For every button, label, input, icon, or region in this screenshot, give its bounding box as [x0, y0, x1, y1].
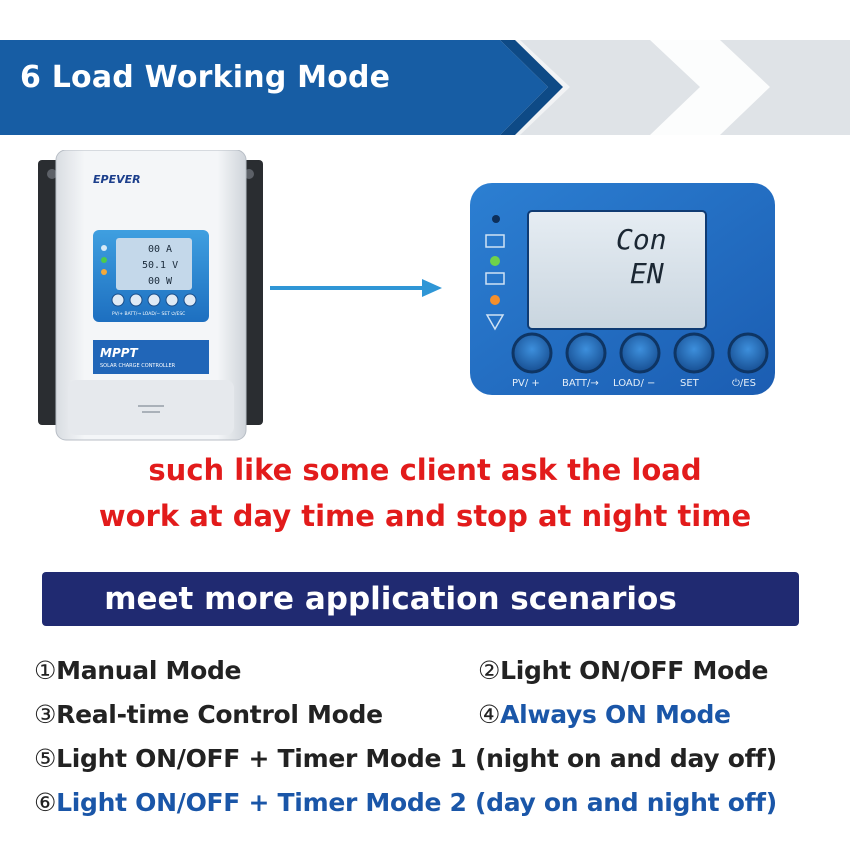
mode-item-2: ②Light ON/OFF Mode	[478, 656, 769, 685]
note-line-1: such like some client ask the load	[148, 453, 702, 487]
mode-label: Light ON/OFF Mode	[500, 656, 769, 685]
svg-text:LOAD/ −: LOAD/ −	[613, 378, 655, 389]
svg-text:SET: SET	[680, 378, 700, 389]
mode-label: Always ON Mode	[500, 700, 731, 729]
power-esc-button	[727, 332, 769, 374]
svg-text:SOLAR CHARGE CONTROLLER: SOLAR CHARGE CONTROLLER	[100, 363, 176, 369]
mode-item-4: ④Always ON Mode	[478, 700, 731, 729]
svg-text:PV/+ BATT/→ LOAD/− SET: PV/+ BATT/→ LOAD/− SET ⏻/ESC	[112, 311, 185, 317]
status-led-green	[490, 256, 500, 266]
scenario-banner-text: meet more application scenarios	[104, 581, 677, 617]
mode-number: ⑤	[34, 744, 57, 773]
arrow-right-icon	[270, 279, 442, 297]
mode-item-1: ①Manual Mode	[34, 656, 242, 685]
mode-item-5: ⑤Light ON/OFF + Timer Mode 1 (night on a…	[34, 744, 777, 773]
solar-panel-icon	[485, 234, 505, 248]
mode-number: ②	[478, 656, 501, 685]
svg-text:PV/ +: PV/ +	[512, 378, 540, 389]
mode-item-3: ③Real-time Control Mode	[34, 700, 383, 729]
battery-icon	[485, 272, 505, 285]
header-banner	[0, 40, 850, 135]
svg-text:⏻/ES: ⏻/ES	[732, 378, 756, 389]
batt-button	[565, 332, 607, 374]
scenario-banner: meet more application scenarios	[42, 572, 799, 626]
lcd-line-2: 50.1 V	[142, 260, 178, 271]
status-led-orange	[490, 295, 500, 305]
svg-text:BATT/→: BATT/→	[562, 378, 599, 389]
mode-label: Light ON/OFF + Timer Mode 1 (night on an…	[56, 744, 777, 773]
lcd-line-1: 00 A	[148, 244, 172, 255]
load-button	[619, 332, 661, 374]
lcd-line-3: 00 W	[148, 276, 173, 287]
page-title: 6 Load Working Mode	[20, 60, 391, 95]
mode-number: ⑥	[34, 788, 57, 817]
set-button	[673, 332, 715, 374]
mode-item-6: ⑥Light ON/OFF + Timer Mode 2 (day on and…	[34, 788, 777, 817]
lcd-con-text: Con	[616, 223, 667, 256]
mode-label: Manual Mode	[56, 656, 242, 685]
pv-button	[511, 332, 553, 374]
lcd-en-text: EN	[630, 257, 664, 290]
load-lamp-icon	[485, 314, 505, 331]
note-line-2: work at day time and stop at night time	[98, 499, 752, 533]
mode-label: Real-time Control Mode	[56, 700, 383, 729]
mode-number: ③	[34, 700, 57, 729]
display-panel-closeup: Con EN PV/ + BATT/→ LOAD/ − SET ⏻/ES	[470, 183, 775, 395]
model-label: MPPT	[100, 346, 139, 360]
brand-logo: EPEVER	[93, 173, 141, 186]
solar-charge-controller: EPEVER 00 A 50.1 V 00 W PV/+ BATT/→ LOAD…	[38, 150, 263, 441]
mode-number: ④	[478, 700, 501, 729]
mode-number: ①	[34, 656, 57, 685]
mode-label: Light ON/OFF + Timer Mode 2 (day on and …	[56, 788, 777, 817]
